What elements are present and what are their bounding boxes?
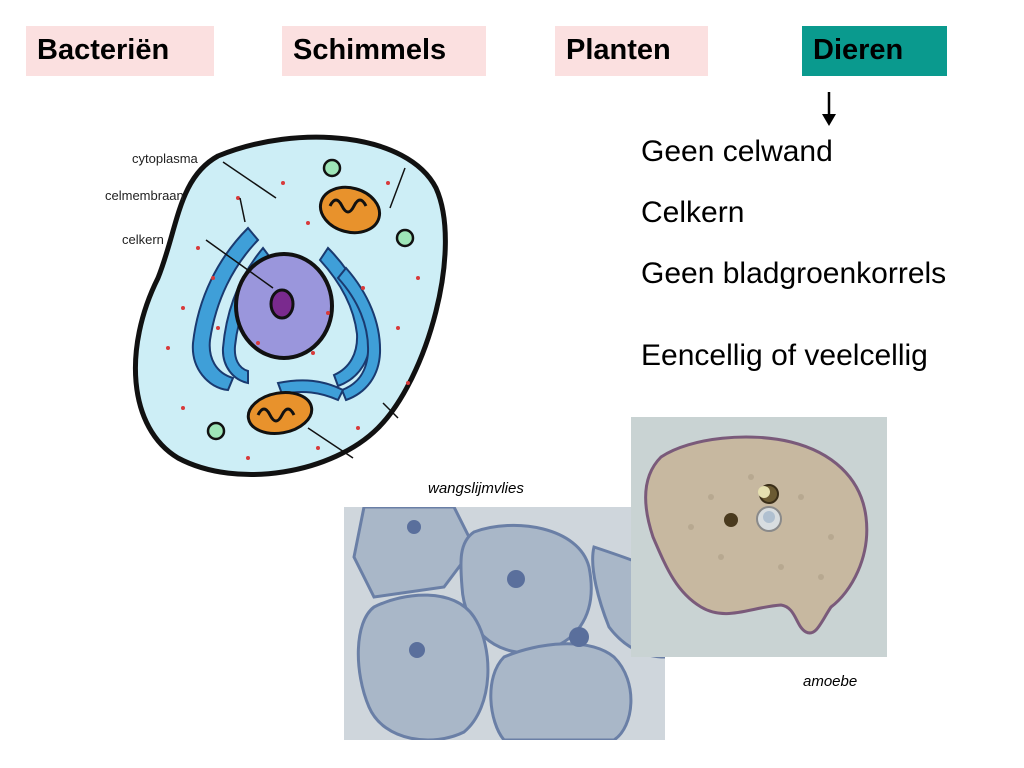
- tab-bacterien[interactable]: Bacteriën: [26, 26, 214, 76]
- mitochondrion: [246, 391, 314, 435]
- property-cellularity: Eencellig of veelcellig: [641, 339, 928, 372]
- property-cell-wall: Geen celwand: [641, 135, 833, 168]
- caption-cheek: wangslijmvlies: [428, 480, 524, 497]
- tab-planten[interactable]: Planten: [555, 26, 708, 76]
- animal-cell-diagram: cytoplasma celmembraan celkern: [105, 134, 448, 477]
- caption-amoeba: amoebe: [803, 673, 858, 690]
- cheek-cells-photo: [344, 507, 665, 740]
- nucleolus: [269, 288, 295, 320]
- arrow-down-icon: [822, 92, 836, 126]
- label-celkern: celkern: [122, 232, 164, 247]
- label-celmembraan: celmembraan: [105, 188, 184, 203]
- tab-dieren[interactable]: Dieren: [802, 26, 947, 76]
- tab-schimmels[interactable]: Schimmels: [282, 26, 486, 76]
- property-chloroplasts: Geen bladgroenkorrels: [641, 257, 947, 290]
- mitochondrion: [318, 185, 382, 235]
- property-nucleus: Celkern: [641, 196, 745, 229]
- amoeba-photo: [631, 417, 887, 657]
- label-cytoplasma: cytoplasma: [132, 151, 199, 166]
